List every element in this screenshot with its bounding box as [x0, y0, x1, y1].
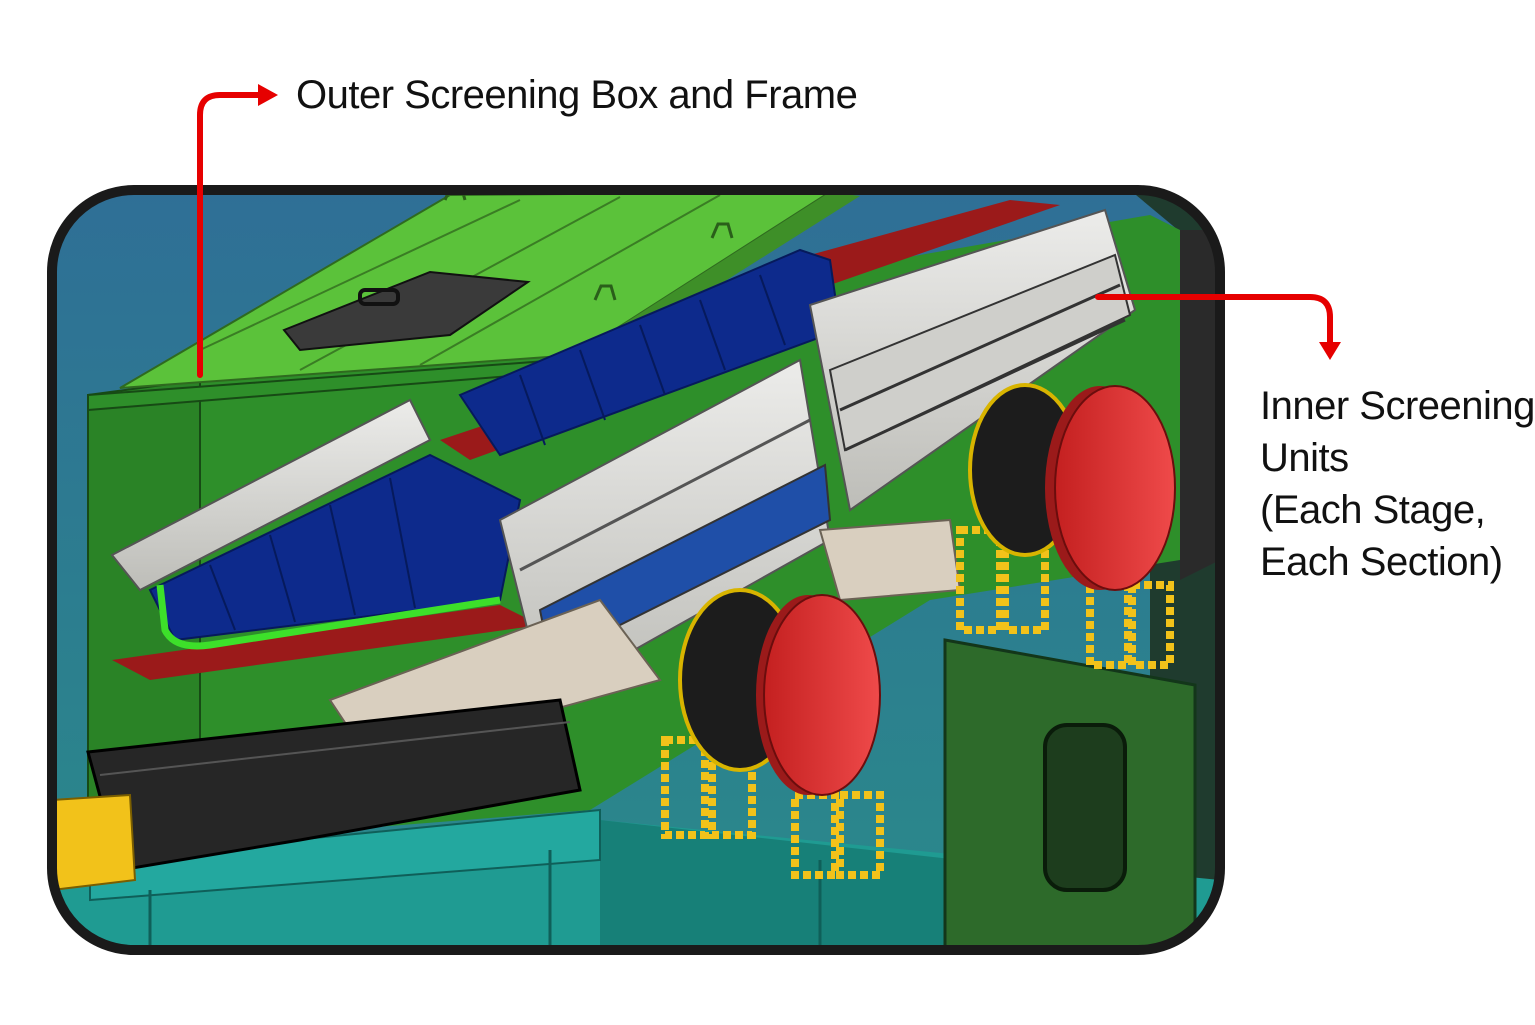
- outer-screening-box-label: Outer Screening Box and Frame: [296, 73, 858, 117]
- exciter-disc-upper: [1045, 385, 1176, 591]
- screen-deck-upper: [458, 248, 842, 457]
- inner-screening-unit-right: [808, 208, 1137, 512]
- base-frame: [52, 808, 1220, 950]
- inspection-hatch: [282, 270, 531, 352]
- outer-callout-arrow: [197, 84, 278, 378]
- screen-deck-lower: [148, 453, 522, 642]
- inner-label-line-1: Inner Screening: [1260, 384, 1535, 428]
- support-pillar: [943, 638, 1197, 950]
- exciter-disc-lower: [756, 594, 881, 796]
- inner-label-line-4: Each Section): [1260, 540, 1503, 584]
- inner-label-line-2: Units: [1260, 436, 1349, 480]
- viewport-border: [47, 185, 1225, 955]
- inner-screening-units-label: Inner Screening Units (Each Stage, Each …: [1260, 383, 1535, 591]
- render-viewport: [52, 190, 1220, 950]
- inner-callout-arrow: [1095, 294, 1341, 360]
- inner-label-line-3: (Each Stage,: [1260, 488, 1486, 532]
